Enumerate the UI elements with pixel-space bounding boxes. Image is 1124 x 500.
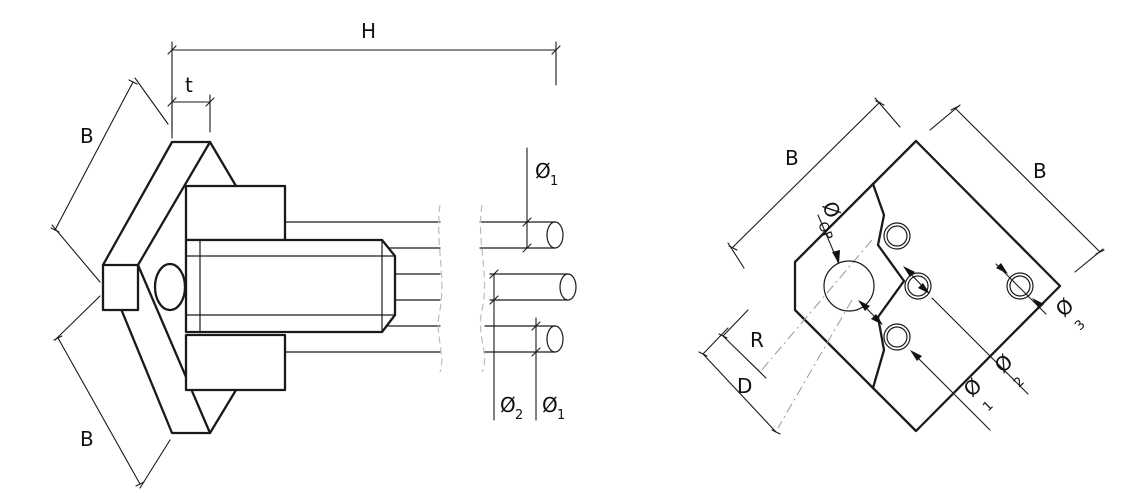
label-phi-op-sub: OP — [814, 220, 835, 243]
label-phi1-sub: 1 — [980, 398, 996, 414]
right-section-view: B B Ø OP — [698, 97, 1105, 435]
dimension-B-left: B — [727, 97, 901, 269]
center-bore — [153, 262, 187, 312]
label-B-right: B — [1033, 159, 1047, 183]
dimension-phi1-bottom: Ø 1 — [531, 317, 565, 423]
dimension-B-right: B — [929, 104, 1105, 273]
dimension-B-top: B — [50, 77, 169, 283]
diamond-base-plate — [101, 140, 238, 435]
label-R: R — [750, 328, 764, 352]
opening-circle — [823, 260, 875, 312]
label-phi1-bottom-sub: 1 — [557, 408, 565, 423]
label-phi1-bottom: Ø — [542, 393, 558, 417]
label-phi2-sub: 2 — [515, 408, 523, 423]
lower-block — [184, 333, 287, 392]
label-B-top: B — [80, 124, 94, 148]
dimension-phi1-top: Ø 1 — [522, 147, 558, 253]
hex-prism — [184, 238, 397, 334]
upper-block — [184, 184, 287, 242]
left-isometric-view: H t B B — [50, 19, 577, 489]
label-phi3-sub: 3 — [1072, 317, 1088, 333]
dimension-t: t — [167, 73, 215, 133]
rod-holes — [883, 222, 1034, 351]
label-B-bottom: B — [80, 427, 94, 451]
dimension-R: R — [718, 309, 767, 379]
label-phi2: Ø — [500, 393, 516, 417]
v-groove — [871, 182, 906, 390]
label-H: H — [361, 19, 376, 43]
dimension-D: D — [698, 327, 781, 435]
label-D: D — [737, 374, 752, 398]
dimension-H: H — [167, 19, 561, 139]
dimension-B-bottom: B — [53, 295, 171, 489]
label-B-left: B — [785, 146, 799, 170]
dimension-phi2: Ø 2 — [489, 269, 523, 423]
label-t: t — [185, 73, 193, 97]
label-phi1-top: Ø — [535, 159, 551, 183]
label-phi3: Ø — [1051, 293, 1079, 321]
label-phi1-top-sub: 1 — [550, 174, 558, 189]
label-phi2-right-sub: 2 — [1011, 374, 1027, 390]
